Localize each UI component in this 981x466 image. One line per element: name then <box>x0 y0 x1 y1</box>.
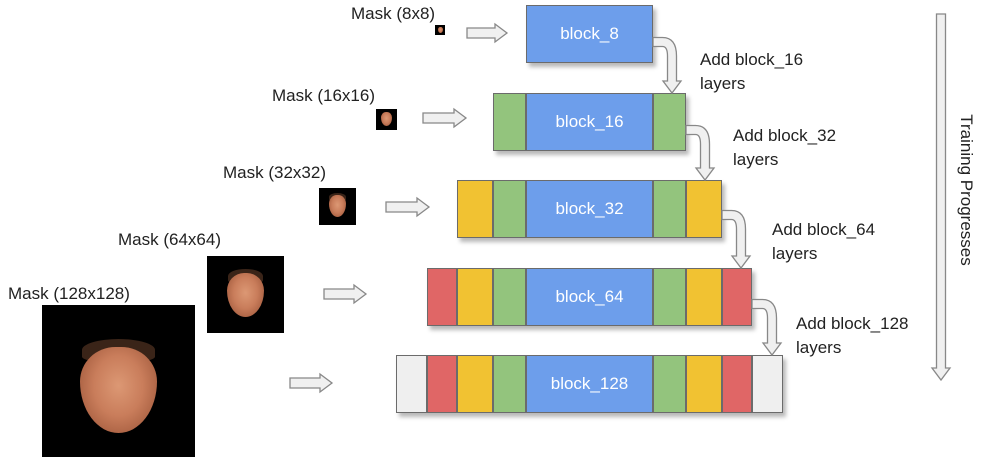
layer-16-right <box>653 268 686 326</box>
block-64-core: block_64 <box>526 268 653 326</box>
block-32-label: block_32 <box>555 199 624 218</box>
add-block-32-label: Add block_32 layers <box>733 126 837 169</box>
layer-16-left <box>493 268 526 326</box>
mask-32-image <box>319 188 356 225</box>
training-progress-arrow <box>930 13 952 382</box>
layer-32-right <box>686 268 722 326</box>
block-128-row: block_128 <box>396 355 783 413</box>
mask-8-to-block-arrow <box>466 22 509 44</box>
block-32-core: block_32 <box>526 180 653 238</box>
mask-8-image <box>435 25 445 35</box>
layer-32-left <box>457 268 493 326</box>
layer-128-right <box>752 355 783 413</box>
mask-32-label: Mask (32x32) <box>223 163 326 182</box>
layer-16-left <box>493 180 526 238</box>
add-block-128-arrow <box>751 298 783 357</box>
block-16-label: block_16 <box>555 112 624 131</box>
layer-32-left <box>457 355 493 413</box>
add-block-64-label: Add block_64 layers <box>772 220 876 263</box>
block-8-core: block_8 <box>526 5 653 63</box>
add-block-128-label: Add block_128 layers <box>796 314 909 357</box>
add-block-64-arrow <box>721 209 752 270</box>
layer-16-right <box>653 93 686 151</box>
block-8-label: block_8 <box>560 24 619 43</box>
mask-16-to-block-arrow <box>422 107 468 129</box>
block-16-row: block_16 <box>493 93 686 151</box>
add-block-16-arrow <box>652 36 683 95</box>
block-128-label: block_128 <box>550 374 629 393</box>
layer-32-right <box>686 180 722 238</box>
mask-16-image <box>376 109 397 130</box>
mask-64-image <box>207 256 284 333</box>
mask-128-to-block-arrow <box>289 372 334 394</box>
block-64-label: block_64 <box>555 287 624 306</box>
layer-128-left <box>396 355 427 413</box>
layer-64-left <box>427 268 457 326</box>
layer-16-right <box>653 355 686 413</box>
block-64-row: block_64 <box>427 268 752 326</box>
layer-64-left <box>427 355 457 413</box>
layer-16-left <box>493 93 526 151</box>
add-block-16-label: Add block_16 layers <box>700 50 804 93</box>
layer-32-right <box>686 355 722 413</box>
layer-64-right <box>722 268 752 326</box>
mask-64-label: Mask (64x64) <box>118 230 221 249</box>
layer-64-right <box>722 355 752 413</box>
block-8-row: block_8 <box>526 5 653 63</box>
mask-128-label: Mask (128x128) <box>8 284 130 303</box>
block-128-core: block_128 <box>526 355 653 413</box>
layer-16-right <box>653 180 686 238</box>
block-16-core: block_16 <box>526 93 653 151</box>
mask-16-label: Mask (16x16) <box>272 86 375 105</box>
mask-128-image <box>42 305 195 457</box>
mask-8-label: Mask (8x8) <box>351 4 436 23</box>
mask-32-to-block-arrow <box>385 196 431 218</box>
mask-64-to-block-arrow <box>323 283 368 305</box>
block-32-row: block_32 <box>457 180 722 238</box>
layer-32-left <box>457 180 493 238</box>
layer-16-left <box>493 355 526 413</box>
add-block-32-arrow <box>685 124 716 182</box>
